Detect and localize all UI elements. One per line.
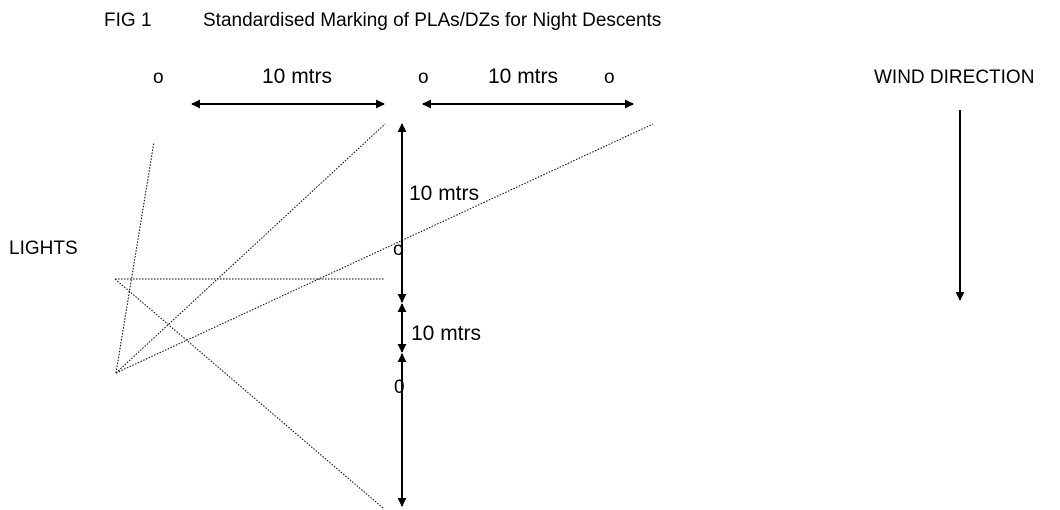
sight-line-steep — [115, 141, 155, 374]
sight-line-to-top-center — [115, 123, 386, 374]
marker-middle: o — [393, 239, 404, 260]
marker-top-center: o — [418, 67, 429, 88]
sight-line-to-top-right — [115, 123, 654, 374]
marker-bottom: 0 — [394, 377, 405, 398]
top-right-distance-label: 10 mtrs — [488, 65, 559, 88]
lights-label: LIGHTS — [9, 238, 78, 259]
sight-line-to-bottom — [114, 278, 384, 509]
marker-top-left: o — [153, 67, 164, 88]
marker-top-right: o — [604, 67, 615, 88]
upper-vertical-distance-label: 10 mtrs — [409, 182, 480, 205]
figure-number: FIG 1 — [104, 10, 152, 31]
figure-title: Standardised Marking of PLAs/DZs for Nig… — [203, 10, 662, 31]
wind-direction-label: WIND DIRECTION — [874, 67, 1035, 88]
lower-vertical-distance-label: 10 mtrs — [411, 322, 482, 345]
top-left-distance-label: 10 mtrs — [262, 65, 333, 88]
